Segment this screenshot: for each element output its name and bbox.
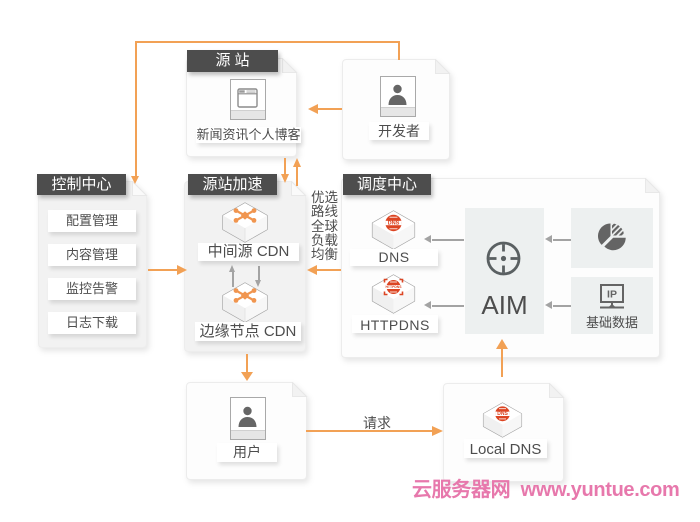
svg-text:HTTPDNS: HTTPDNS — [385, 285, 402, 289]
svg-text:IP: IP — [607, 289, 617, 301]
svg-text:DNS: DNS — [497, 411, 508, 417]
svg-text:DNS: DNS — [388, 221, 400, 227]
